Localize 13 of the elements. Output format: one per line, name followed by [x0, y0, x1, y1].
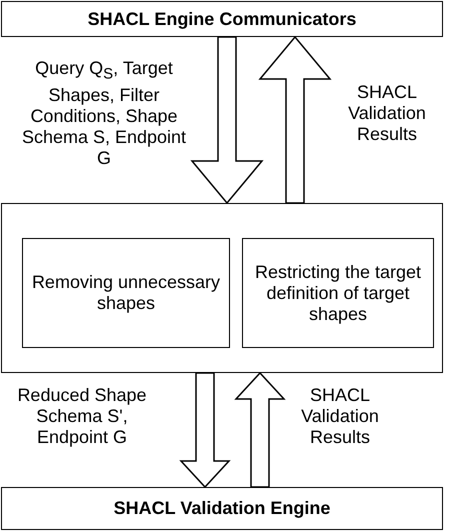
component-box — [1, 487, 443, 530]
component-box — [1, 1, 443, 37]
box-label: SHACL Validation Engine — [114, 498, 330, 519]
box-label: Removing unnecessary shapes — [30, 272, 222, 314]
block-arrow — [258, 36, 332, 204]
block-arrow — [190, 36, 264, 204]
process-box — [242, 238, 434, 348]
api-box — [1, 203, 443, 373]
block-arrow — [179, 372, 231, 488]
box-label: SHACL Engine Communicators — [88, 8, 356, 30]
process-box — [22, 238, 230, 348]
box-label: Restricting the target definition of target shapes — [254, 262, 422, 324]
block-arrow — [234, 372, 286, 488]
